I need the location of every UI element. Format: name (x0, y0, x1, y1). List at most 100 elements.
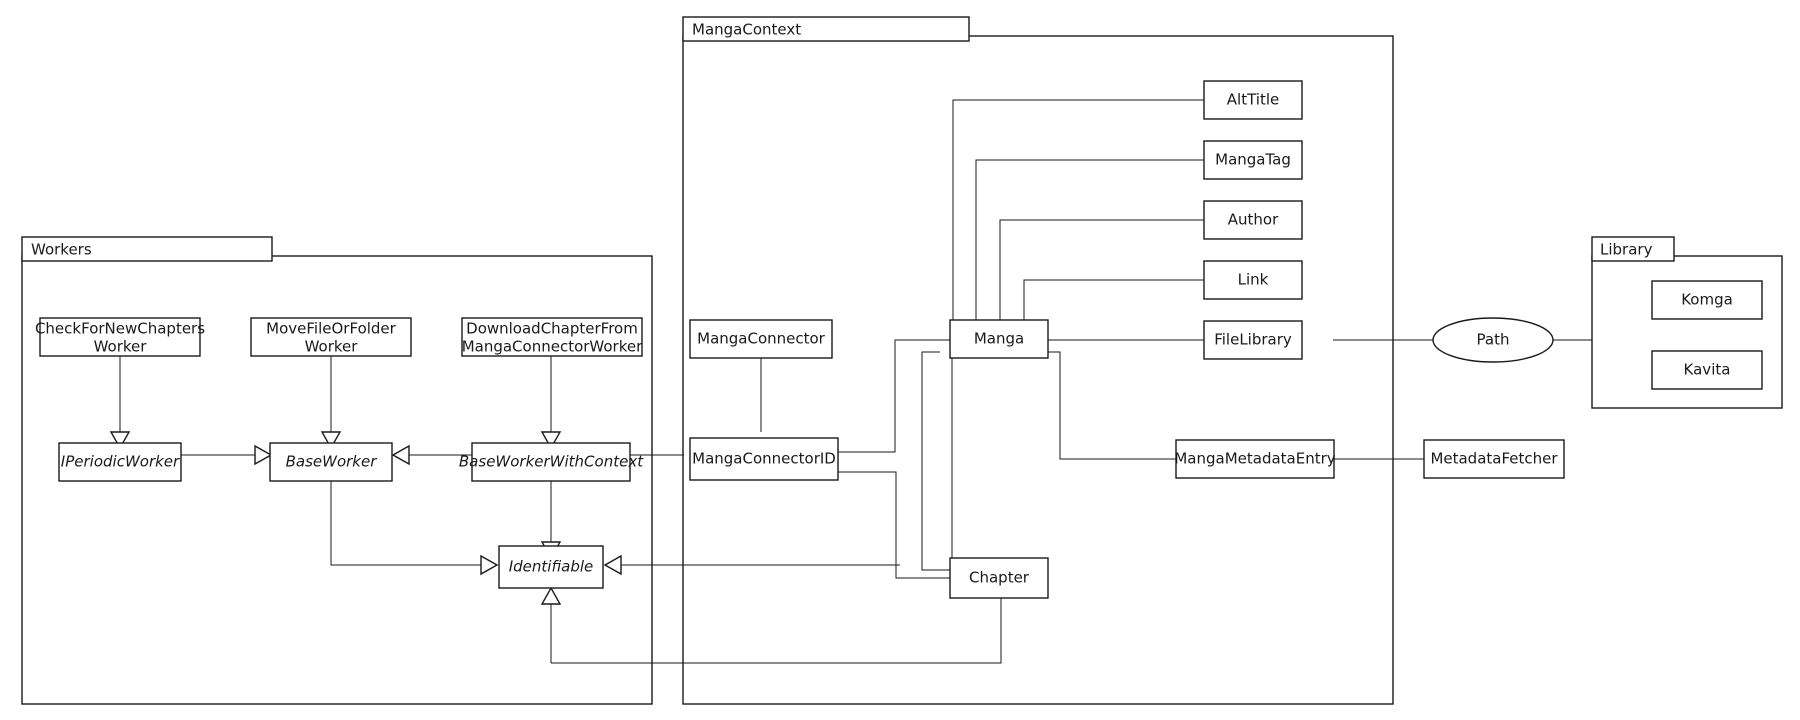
edge-manga-to-mangatag (975, 159, 1204, 330)
manga-connector-box[interactable] (689, 319, 833, 359)
metadata-fetcher-box[interactable] (1423, 439, 1565, 479)
manga-tag-box[interactable] (1203, 140, 1303, 180)
node-manga-connector-id[interactable]: MangaConnectorID (689, 437, 839, 481)
chapter-box[interactable] (949, 557, 1049, 599)
arrowhead-iperiodic (109, 431, 131, 450)
file-library-label: FileLibrary (1214, 331, 1292, 349)
arrowhead-identifiable-right (603, 554, 622, 576)
path-ellipse[interactable] (1432, 317, 1554, 363)
edge-manga-to-link (1023, 279, 1204, 330)
iperiodic-worker-label: IPeriodicWorker (61, 453, 180, 471)
edge-manga-to-mangametadataentry (1047, 351, 1176, 460)
kavita-label: Kavita (1684, 361, 1731, 379)
edges-layer (119, 99, 1592, 664)
edge-right-to-identifiable (621, 564, 897, 570)
node-check-for-new-chapters-worker[interactable]: CheckForNewChapters Worker (35, 317, 205, 357)
edge-chapter-to-identifiable-path (551, 588, 1002, 664)
download-chapter-from-manga-connector-worker-box[interactable] (461, 317, 643, 357)
manga-connector-id-box[interactable] (689, 437, 839, 481)
node-alt-title[interactable]: AltTitle (1203, 80, 1303, 120)
workers-group-label: Workers (31, 241, 92, 259)
node-kavita[interactable]: Kavita (1651, 350, 1763, 390)
node-komga[interactable]: Komga (1651, 280, 1763, 320)
manga-connector-id-label: MangaConnectorID (692, 450, 836, 468)
node-manga-connector[interactable]: MangaConnector (689, 319, 833, 359)
identifiable-label: Identifiable (509, 558, 594, 576)
move-file-or-folder-worker-label-line1: MoveFileOrFolder (266, 320, 396, 338)
metadata-fetcher-label: MetadataFetcher (1430, 450, 1558, 468)
library-group-body (1591, 255, 1783, 409)
check-for-new-chapters-worker-box[interactable] (39, 317, 201, 357)
identifiable-box[interactable] (498, 545, 604, 589)
link-label: Link (1238, 271, 1269, 289)
node-manga-tag[interactable]: MangaTag (1203, 140, 1303, 180)
node-file-library[interactable]: FileLibrary (1203, 320, 1303, 360)
manga-context-group-label: MangaContext (692, 21, 801, 39)
path-label: Path (1477, 331, 1510, 349)
node-download-chapter-from-manga-connector-worker[interactable]: DownloadChapterFrom MangaConnectorWorker (461, 317, 643, 357)
base-worker-label: BaseWorker (286, 453, 378, 471)
workers-group-body (21, 255, 653, 705)
alt-title-label: AltTitle (1227, 91, 1279, 109)
group-manga-context: MangaContext (682, 16, 1394, 705)
arrowhead-baseworkerwithcontext-top (540, 431, 562, 450)
file-library-box[interactable] (1203, 320, 1303, 360)
node-iperiodic-worker[interactable]: IPeriodicWorker (58, 442, 182, 482)
manga-label: Manga (974, 330, 1024, 348)
base-worker-box[interactable] (269, 442, 393, 482)
node-author[interactable]: Author (1203, 200, 1303, 240)
edge-manga-to-chapter-left (921, 351, 950, 571)
arrowhead-identifiable-bottom (540, 586, 562, 605)
manga-metadata-entry-box[interactable] (1175, 439, 1335, 479)
move-file-or-folder-worker-box[interactable] (250, 317, 412, 357)
node-path[interactable]: Path (1432, 317, 1554, 363)
edge-mangaconnectorid-to-manga (838, 339, 950, 453)
manga-context-group-body (682, 35, 1394, 705)
manga-connector-label: MangaConnector (697, 330, 826, 348)
download-chapter-worker-label-line2: MangaConnectorWorker (462, 338, 643, 356)
komga-box[interactable] (1651, 280, 1763, 320)
node-base-worker-with-context[interactable]: BaseWorkerWithContext (459, 442, 644, 482)
base-worker-with-context-label: BaseWorkerWithContext (459, 453, 644, 471)
workers-group-tab (21, 236, 273, 262)
arrowhead-baseworker-top (320, 431, 342, 450)
arrowhead-baseworker-left (254, 444, 273, 466)
manga-tag-label: MangaTag (1215, 151, 1291, 169)
node-move-file-or-folder-worker[interactable]: MoveFileOrFolder Worker (250, 317, 412, 357)
link-box[interactable] (1203, 260, 1303, 300)
iperiodic-worker-box[interactable] (58, 442, 182, 482)
manga-box[interactable] (949, 319, 1049, 359)
node-identifiable[interactable]: Identifiable (498, 545, 604, 589)
group-workers: Workers (21, 236, 653, 705)
edge-manga-to-author (999, 219, 1204, 330)
nodes-layer: CheckForNewChapters Worker MoveFileOrFol… (35, 80, 1763, 599)
node-manga[interactable]: Manga (949, 319, 1049, 359)
move-file-or-folder-worker-label-line2: Worker (305, 338, 359, 356)
node-manga-metadata-entry[interactable]: MangaMetadataEntry (1174, 439, 1336, 479)
arrowhead-baseworker-right (391, 444, 410, 466)
check-for-new-chapters-worker-label-line1: CheckForNewChapters (35, 320, 205, 338)
library-group-label: Library (1600, 241, 1653, 259)
edge-baseworker-to-identifiable (330, 478, 481, 566)
base-worker-with-context-box[interactable] (471, 442, 631, 482)
check-for-new-chapters-worker-label-line2: Worker (94, 338, 148, 356)
kavita-box[interactable] (1651, 350, 1763, 390)
library-group-tab (1591, 236, 1675, 262)
manga-context-group-tab (682, 16, 970, 42)
author-box[interactable] (1203, 200, 1303, 240)
alt-title-box[interactable] (1203, 80, 1303, 120)
node-link[interactable]: Link (1203, 260, 1303, 300)
download-chapter-worker-label-line1: DownloadChapterFrom (466, 320, 638, 338)
manga-metadata-entry-label: MangaMetadataEntry (1174, 450, 1335, 468)
node-metadata-fetcher[interactable]: MetadataFetcher (1423, 439, 1565, 479)
arrowhead-identifiable-left (480, 554, 499, 576)
node-base-worker[interactable]: BaseWorker (269, 442, 393, 482)
edge-mangaconnectorid-to-chapter (838, 471, 950, 579)
komga-label: Komga (1681, 291, 1733, 309)
author-label: Author (1228, 211, 1279, 229)
group-library: Library (1591, 236, 1783, 409)
edge-manga-to-alttitle (952, 99, 1204, 330)
node-chapter[interactable]: Chapter (949, 557, 1049, 599)
